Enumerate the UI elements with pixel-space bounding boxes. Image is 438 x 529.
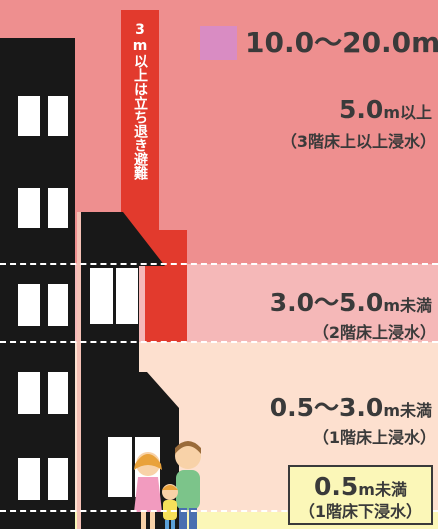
depth-value: 0.5〜3.0 <box>269 393 384 422</box>
building-window <box>48 96 68 136</box>
depth-label-under-05m: 0.5m未満 <box>298 474 423 499</box>
depth-unit: m未満 <box>383 296 432 315</box>
evacuation-label: 3m以上は立ち退き避難 <box>132 22 148 180</box>
window-divider <box>132 437 135 497</box>
depth-value: 3.0〜5.0 <box>269 288 384 317</box>
family-illustration <box>134 441 201 529</box>
depth-note-05-to-3m: （1階床上浸水） <box>312 428 436 447</box>
building-window <box>48 458 68 500</box>
evacuation-banner <box>121 10 159 245</box>
depth-unit: m以上 <box>383 103 432 122</box>
building-window <box>48 372 68 414</box>
level-line-05m <box>0 510 438 512</box>
depth-value: 0.5 <box>314 472 359 501</box>
legend-range-label: 10.0〜20.0m <box>245 26 438 59</box>
depth-value: 5.0 <box>339 95 384 124</box>
depth-unit: m未満 <box>358 480 407 499</box>
depth-label-3-to-5m: 3.0〜5.0m未満 <box>270 290 432 315</box>
building-window <box>18 188 40 228</box>
depth-note-5m-above: （3階床上以上浸水） <box>280 132 436 151</box>
legend-swatch <box>200 26 237 60</box>
building-window <box>48 284 68 326</box>
building-window <box>18 96 40 136</box>
building-window <box>18 458 40 500</box>
depth-box-under-05m <box>288 465 433 525</box>
depth-unit: m未満 <box>383 401 432 420</box>
depth-note-3-to-5m: （2階床上浸水） <box>312 323 436 342</box>
evacuation-banner-lower <box>145 230 187 342</box>
building-window <box>18 284 40 326</box>
window-divider <box>113 268 116 324</box>
depth-label-05-to-3m: 0.5〜3.0m未満 <box>270 395 432 420</box>
depth-label-5m-above: 5.0m以上 <box>339 97 432 122</box>
building-window <box>48 188 68 228</box>
building-window <box>18 372 40 414</box>
depth-note-under-05m: （1階床下浸水） <box>298 502 423 521</box>
level-line-3m <box>0 341 438 343</box>
level-line-5m <box>0 263 438 265</box>
